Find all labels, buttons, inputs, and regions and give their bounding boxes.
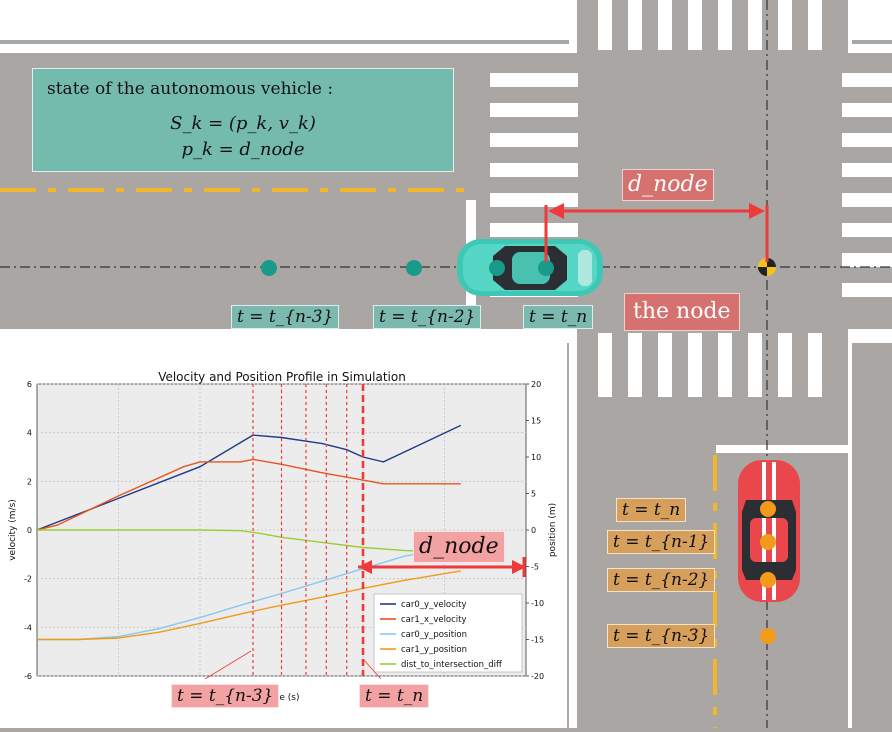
crosswalk-right: [842, 73, 892, 297]
y-tick-label: 4: [27, 429, 32, 438]
legend-entry: car0_y_velocity: [401, 600, 467, 610]
y-tick-label: -6: [24, 672, 32, 681]
crosswalk-bottom: [598, 333, 822, 397]
y2-tick-label: 10: [531, 453, 541, 462]
y2-axis-label: position (m): [548, 503, 558, 557]
y2-tick-label: 15: [531, 417, 541, 426]
legend-entry: dist_to_intersection_diff: [401, 660, 503, 670]
series-line: [36, 458, 461, 531]
time-label: t = t_n: [523, 305, 594, 329]
y-tick-label: 0: [27, 526, 32, 535]
time-label: t = t_{n-3}: [231, 305, 340, 329]
y2-tick-label: 20: [531, 380, 541, 389]
y-axis-label: velocity (m/s): [8, 499, 18, 561]
legend-entry: car1_x_velocity: [401, 615, 467, 625]
series-line: [36, 424, 462, 531]
y2-tick-label: 0: [531, 526, 536, 535]
y-tick-label: -2: [24, 575, 32, 584]
legend-entry: car0_y_position: [401, 630, 467, 640]
x-axis-label: time (s): [265, 693, 300, 703]
series-line: [37, 545, 461, 641]
y-tick-label: -4: [24, 623, 32, 632]
y2-tick-label: -15: [531, 636, 544, 645]
chart-time-label: t = t_n: [359, 684, 430, 708]
legend-entry: car1_y_position: [401, 645, 467, 655]
chart-legend: car0_y_velocity car1_x_velocity car0_y_pos…: [373, 593, 523, 673]
chart-time-label: t = t_{n-3}: [171, 684, 280, 708]
chart-title: Velocity and Position Profile in Simulat…: [158, 370, 406, 384]
y2-tick-label: -20: [531, 672, 544, 681]
position-equation: p_k = d_node: [181, 139, 305, 160]
node-label: the node: [624, 293, 740, 331]
time-label: t = t_{n-3}: [607, 624, 716, 648]
series-line: [37, 570, 461, 641]
y2-tick-label: -5: [531, 563, 539, 572]
time-label: t = t_{n-2}: [373, 305, 482, 329]
y2-tick-label: -10: [531, 599, 544, 608]
state-equation: S_k = (p_k, v_k): [170, 113, 316, 134]
y-tick-label: 2: [27, 477, 32, 486]
time-label: t = t_n: [616, 498, 687, 522]
node-marker-icon: [758, 258, 776, 276]
crosswalk-top: [598, 0, 822, 50]
series-line: [37, 529, 461, 554]
position-dot: [261, 260, 277, 276]
time-label: t = t_{n-1}: [607, 530, 716, 554]
d-node-label: d_node: [622, 169, 714, 201]
y-tick-label: 6: [27, 380, 32, 389]
state-title: state of the autonomous vehicle :: [47, 79, 334, 99]
autonomous-car-icon: [457, 239, 603, 296]
state-description-box: state of the autonomous vehicle : S_k = …: [32, 68, 454, 172]
y2-tick-label: 5: [531, 490, 536, 499]
chart-d-node-label: d_node: [413, 531, 505, 563]
position-dot: [406, 260, 422, 276]
time-label: t = t_{n-2}: [607, 568, 716, 592]
